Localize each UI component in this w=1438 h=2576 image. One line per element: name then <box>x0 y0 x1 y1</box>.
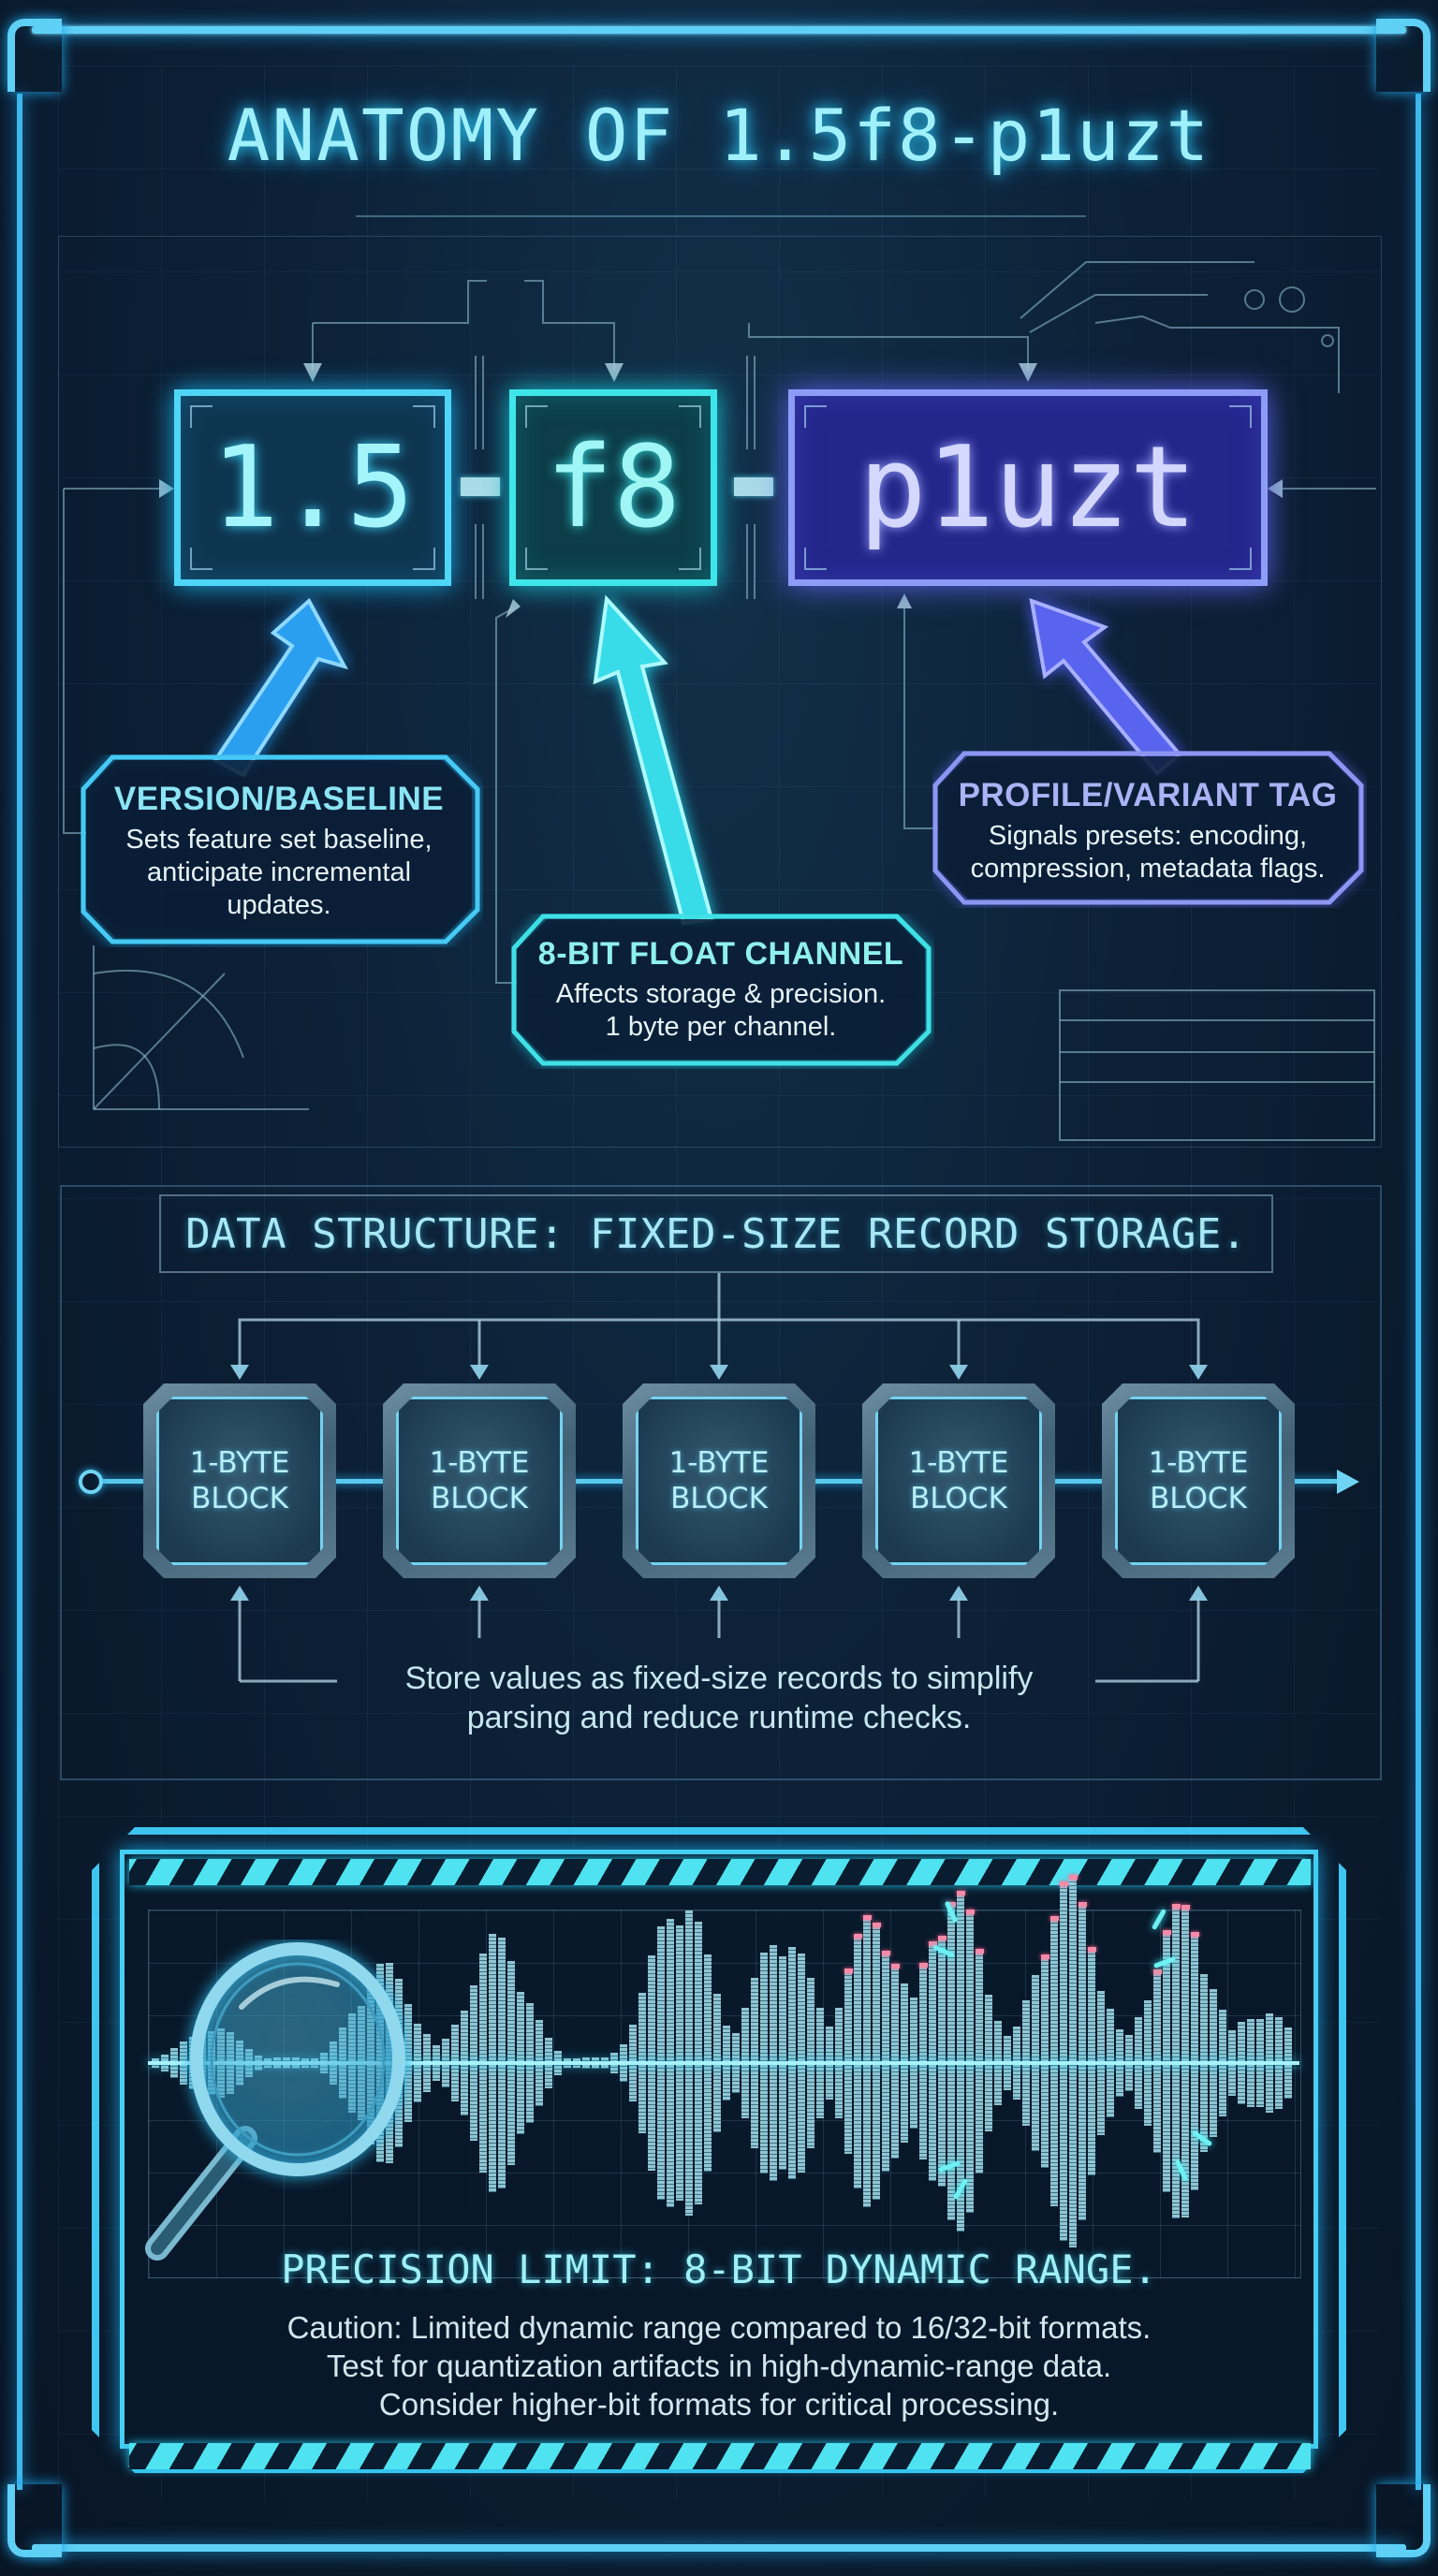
callout-version: VERSION/BASELINE Sets feature set baseli… <box>86 760 472 938</box>
clipping-marker <box>1088 1946 1096 1952</box>
clipping-marker <box>882 1950 890 1955</box>
anatomy-panel <box>58 236 1382 1148</box>
callout-bit-depth-title: 8-BIT FLOAT CHANNEL <box>537 936 904 972</box>
callout-tag-body: Signals presets: encoding, compression, … <box>970 821 1326 884</box>
corner-bracket <box>679 405 701 428</box>
separator-dash <box>461 477 500 496</box>
callout-bit-depth-border <box>511 914 932 1066</box>
token-tag: p1uzt <box>788 389 1268 586</box>
corner-bracket <box>525 405 548 428</box>
clipping-marker <box>966 1909 975 1914</box>
callout-bit-depth-body: Affects storage & precision. 1 byte per … <box>555 979 887 1042</box>
circuit-decoration-icon <box>63 261 1376 1141</box>
frame-right-bar <box>1416 94 1421 2490</box>
frame-left-bar <box>17 94 22 2490</box>
callout-tag-title: PROFILE/VARIANT TAG <box>958 777 1338 813</box>
token-version: 1.5 <box>174 389 451 586</box>
precision-title: PRECISION LIMIT: 8-BIT DYNAMIC RANGE. <box>281 2247 1157 2292</box>
corner-bracket <box>413 548 435 570</box>
data-structure-caption: Store values as fixed-size records to si… <box>404 1661 1034 1735</box>
clipping-marker <box>1069 1875 1078 1881</box>
clipping-marker <box>929 1941 937 1947</box>
byte-block: 1-BYTE BLOCK <box>1102 1383 1295 1578</box>
data-structure-connectors <box>230 1273 1208 1683</box>
chain-start-node-icon <box>79 1470 103 1494</box>
byte-block: 1-BYTE BLOCK <box>143 1383 336 1578</box>
clipping-marker <box>1041 1954 1049 1959</box>
arrow-tag-icon <box>1029 597 1182 776</box>
precision-body: Caution: Limited dynamic range compared … <box>286 2310 1152 2422</box>
clipping-marker <box>947 1901 956 1907</box>
corner-bracket <box>1229 405 1252 428</box>
clipping-marker <box>919 1963 928 1969</box>
corner-bracket <box>525 548 548 570</box>
hazard-stripe-bottom <box>129 2443 1311 2469</box>
frame-top-bar <box>32 26 1406 34</box>
clipping-marker <box>938 1936 946 1941</box>
token-bit-depth: f8 <box>509 389 717 586</box>
clipping-marker <box>957 1890 965 1895</box>
title-underline <box>356 215 1086 217</box>
arrow-bit-depth-icon <box>593 594 714 926</box>
callout-bit-depth: 8-BIT FLOAT CHANNEL Affects storage & pr… <box>517 919 925 1060</box>
precision-panel-frame <box>92 1827 1346 2473</box>
separator-dash <box>734 477 773 496</box>
clipping-marker <box>873 1922 881 1927</box>
clipping-marker <box>854 1933 862 1939</box>
corner-bracket <box>190 405 213 428</box>
chain-end-arrow-icon <box>1337 1470 1359 1494</box>
data-structure-title: DATA STRUCTURE: FIXED-SIZE RECORD STORAG… <box>159 1194 1273 1273</box>
corner-bracket <box>804 405 827 428</box>
page-title: ANATOMY OF 1.5f8-p1uzt <box>227 94 1211 177</box>
clipping-marker <box>844 1968 853 1973</box>
clipping-marker <box>1050 1915 1059 1921</box>
callout-version-body: Sets feature set baseline, anticipate in… <box>125 825 433 920</box>
waveform-axis <box>148 2061 1299 2065</box>
clipping-marker <box>1172 1903 1181 1909</box>
byte-block: 1-BYTE BLOCK <box>383 1383 576 1578</box>
clipping-marker <box>976 1948 984 1954</box>
token-bit-depth-text: f8 <box>545 422 682 553</box>
frame-corner <box>1376 19 1431 92</box>
data-structure-panel <box>60 1185 1382 1780</box>
callout-version-border <box>81 754 480 944</box>
corner-bracket <box>679 548 701 570</box>
clipping-marker <box>1181 1904 1190 1910</box>
frame-corner <box>7 19 62 92</box>
corner-bracket <box>1229 548 1252 570</box>
callout-tag: PROFILE/VARIANT TAG Signals presets: enc… <box>938 756 1357 899</box>
corner-bracket <box>413 405 435 428</box>
clipping-marker <box>1191 1931 1199 1937</box>
token-tag-text: p1uzt <box>858 422 1197 553</box>
clipping-marker <box>863 1915 872 1921</box>
callout-version-title: VERSION/BASELINE <box>113 781 445 817</box>
corner-bracket <box>190 548 213 570</box>
clipping-marker <box>1163 1929 1171 1935</box>
frame-bottom-bar <box>32 2544 1406 2552</box>
byte-block: 1-BYTE BLOCK <box>623 1383 815 1578</box>
frame-corner <box>1376 2484 1431 2557</box>
frame-corner <box>7 2484 62 2557</box>
callout-tag-border <box>932 751 1364 905</box>
corner-bracket <box>804 548 827 570</box>
clipping-marker <box>1060 1881 1068 1886</box>
clipping-marker <box>1153 1969 1162 1974</box>
byte-block: 1-BYTE BLOCK <box>862 1383 1055 1578</box>
clipping-marker <box>1078 1901 1087 1907</box>
hazard-stripe-top <box>129 1859 1311 1885</box>
clipping-marker <box>891 1964 900 1969</box>
token-version-text: 1.5 <box>211 422 415 553</box>
magnifying-glass-icon <box>145 1942 405 2261</box>
arrow-version-icon <box>213 597 349 777</box>
